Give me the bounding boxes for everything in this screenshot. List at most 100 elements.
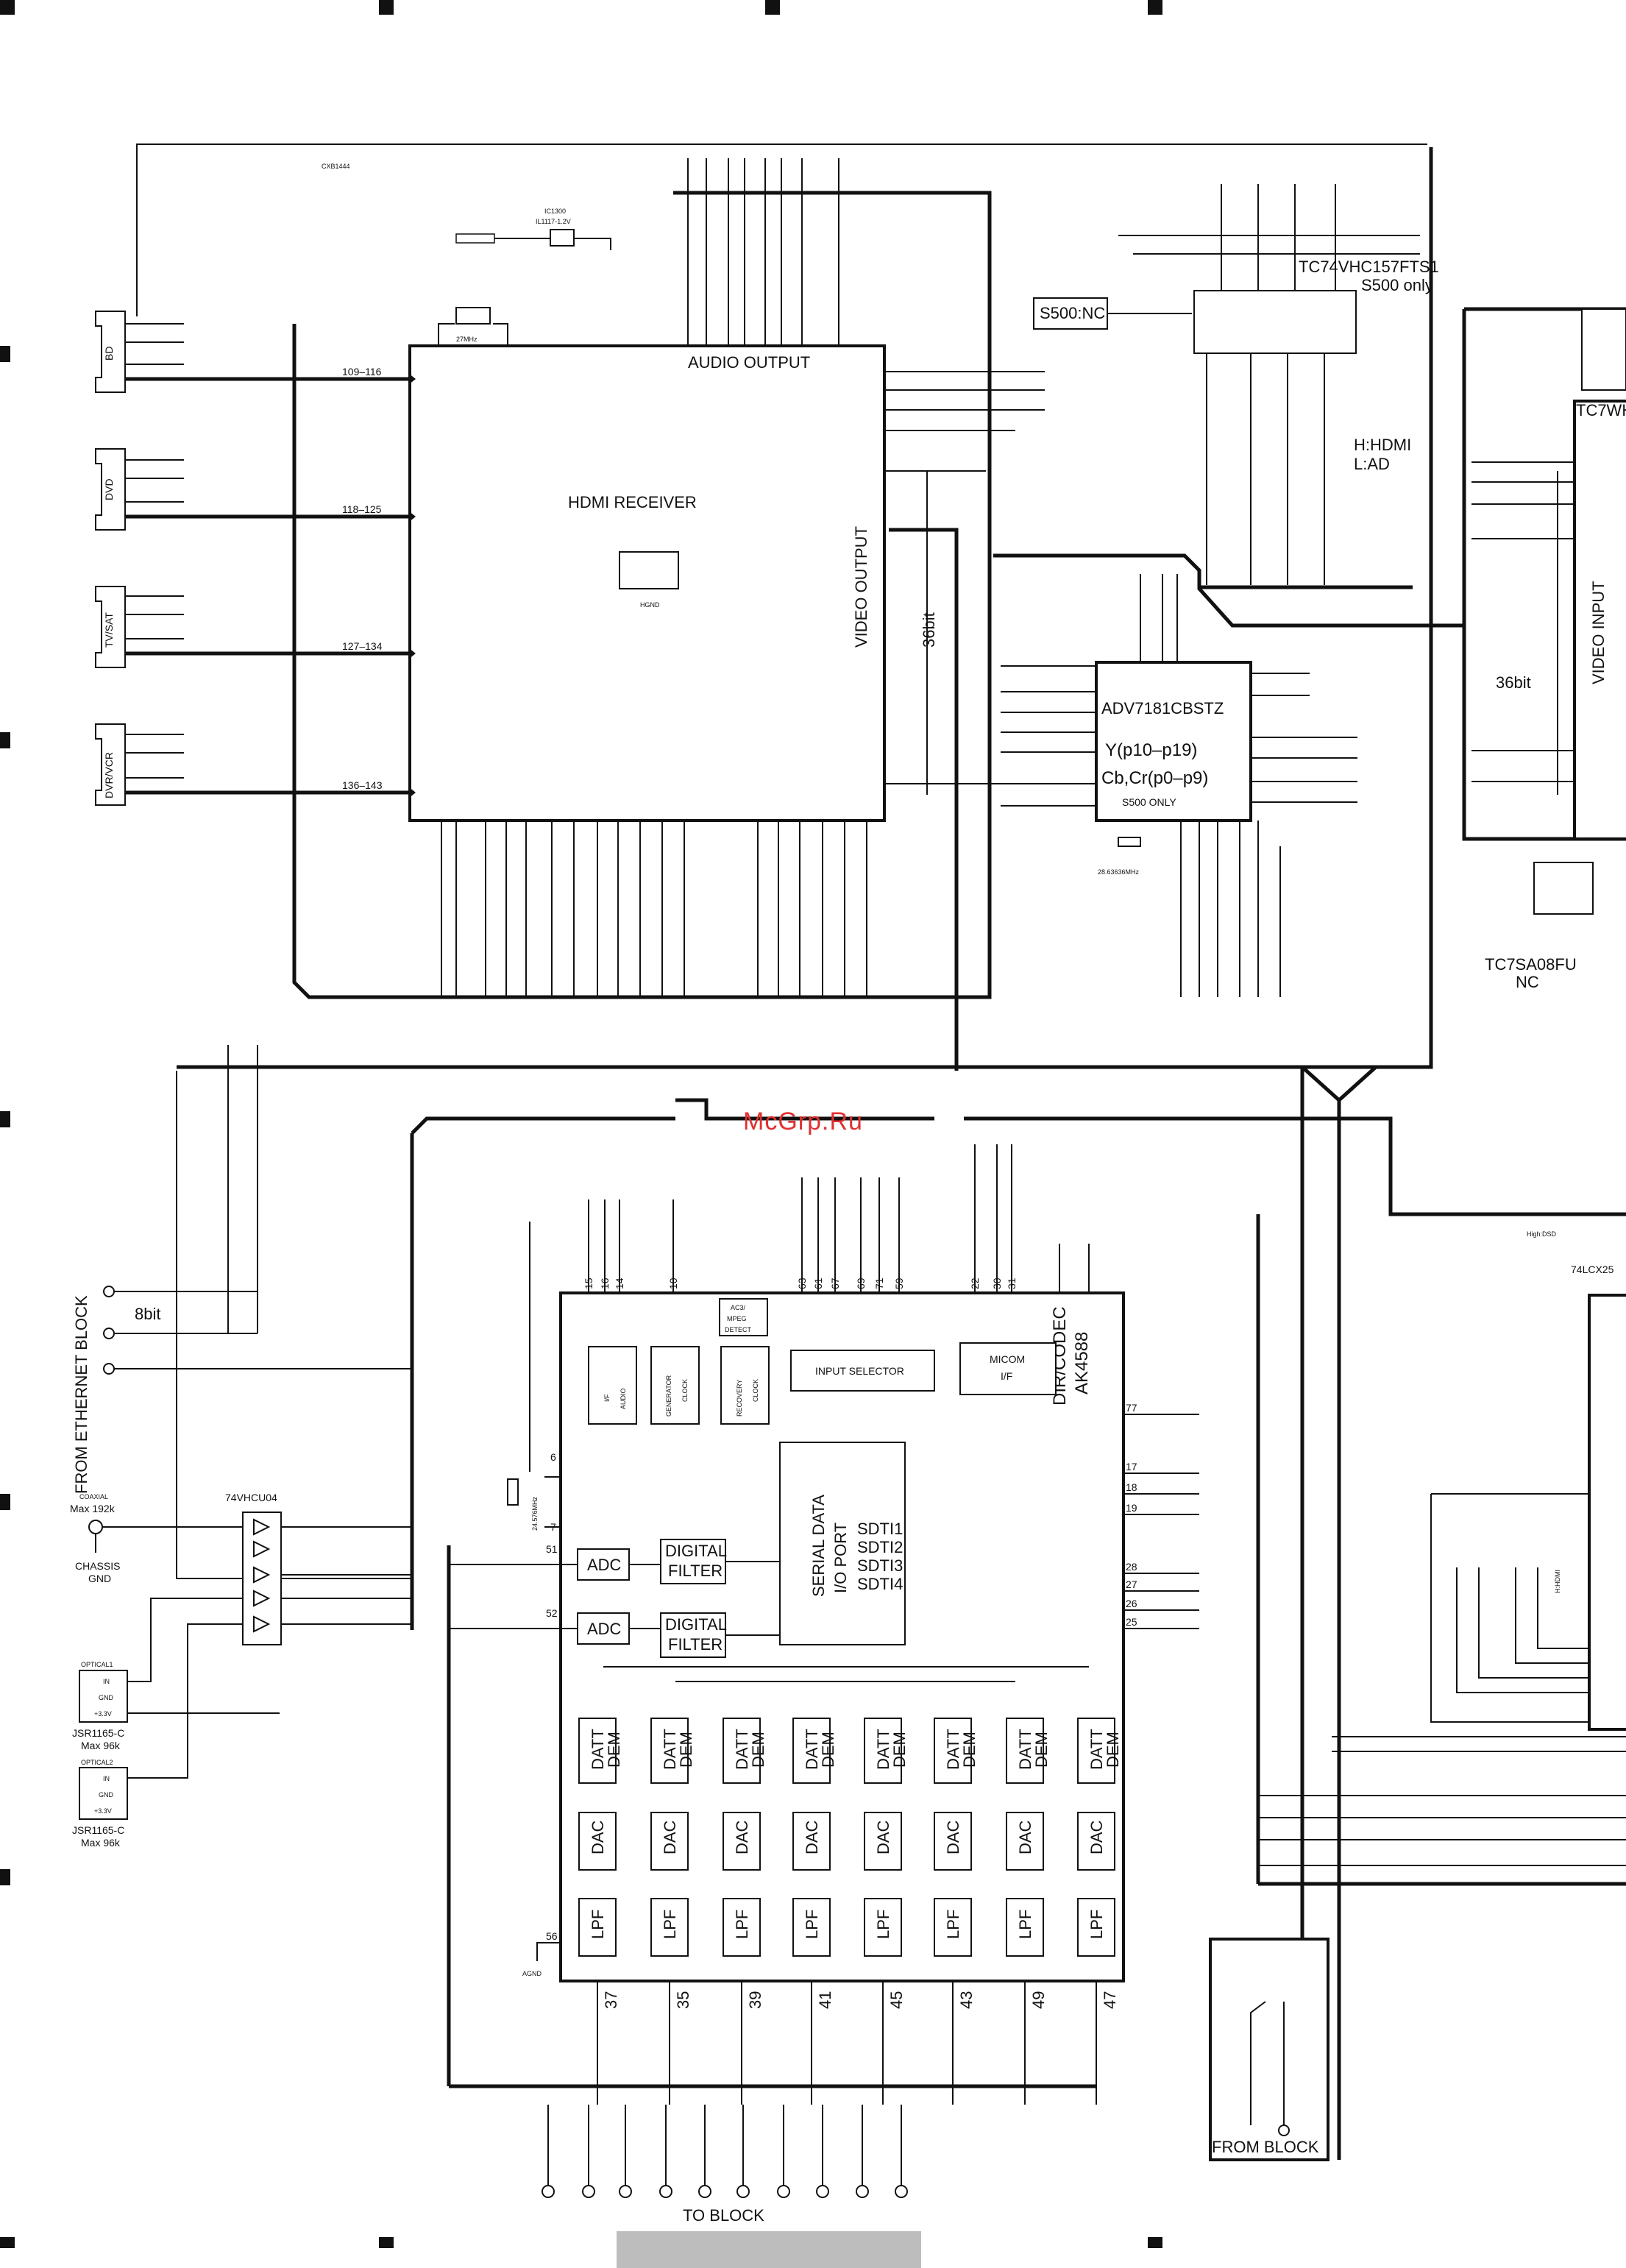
connector-dvd-pins: 118–125: [342, 503, 382, 515]
lcx-label: 74LCX25: [1571, 1264, 1614, 1275]
video-output-label: VIDEO OUTPUT: [852, 526, 870, 648]
ch1-dac: DAC: [589, 1820, 607, 1854]
coax-max: Max 192k: [70, 1503, 116, 1514]
pin-b43: 43: [957, 1991, 976, 2009]
ch4-dac: DAC: [803, 1820, 821, 1854]
bit36-label: 36bit: [920, 612, 938, 648]
micom-line1: MICOM: [990, 1353, 1025, 1365]
pin-t31: 31: [1006, 1277, 1018, 1289]
ch6-dac: DAC: [944, 1820, 962, 1854]
pin-r25: 25: [1126, 1616, 1137, 1628]
from-block-label: FROM BLOCK: [1212, 2138, 1319, 2156]
lcx-area: High:DSD 74LCX25 H:HDMI: [1258, 1230, 1626, 1866]
optical-1-pin-gnd: GND: [99, 1694, 114, 1701]
tc74-part: TC74VHC157FTS1: [1299, 258, 1439, 276]
ch8-dem: DEM: [1104, 1732, 1122, 1768]
pin-t15: 15: [583, 1277, 594, 1289]
ic1300-regulator: IC1300 IL1117-1.2V: [455, 208, 611, 250]
to-block-label: TO BLOCK: [683, 2206, 764, 2225]
h-hdmi-label: H:HDMI: [1554, 1570, 1561, 1593]
dfilter-1b: FILTER: [668, 1562, 723, 1580]
adc-2: ADC: [587, 1620, 622, 1638]
hdmi-connectors: BD 109–116 DVD 118–125 TV/SAT 127–134 DV…: [95, 311, 416, 806]
optical-2-max: Max 96k: [81, 1837, 121, 1849]
tc7w-label: TC7WH: [1576, 401, 1626, 419]
video-bus-adv: [993, 553, 1464, 628]
pin-l51: 51: [546, 1543, 558, 1555]
pin-t63: 63: [796, 1277, 808, 1289]
ch8-dac: DAC: [1087, 1820, 1106, 1854]
pin-l52: 52: [546, 1607, 558, 1619]
adc-1: ADC: [587, 1556, 622, 1574]
dac-channels: DATT DEM DAC LPF DATT DEM DAC LPF DATT D…: [578, 1718, 1122, 2105]
ak4588-right-signals: [1123, 1414, 1199, 1629]
pin-t61: 61: [812, 1277, 824, 1289]
ac3-line2: MPEG: [727, 1315, 747, 1322]
ch6-lpf: LPF: [944, 1910, 962, 1939]
ch3-dac: DAC: [733, 1820, 751, 1854]
registration-marks: [0, 0, 1162, 2248]
connector-dvd-name: DVD: [103, 478, 115, 500]
if-audio-1: I/F: [603, 1394, 611, 1402]
video-input-title: VIDEO INPUT: [1589, 581, 1608, 684]
hdmi-audio-out-lines: [884, 371, 1045, 784]
tc74vhc157: TC74VHC157FTS1 S500 only S500:NC H:HDMI …: [1033, 184, 1439, 585]
adv-line1: Y(p10–p19): [1105, 740, 1197, 760]
optical-2: OPTICAL2 IN GND +3.3V JSR1165-C Max 96k: [72, 1623, 243, 1849]
doc-id: CXB1444: [322, 163, 350, 170]
serial-1: SERIAL DATA: [809, 1495, 828, 1597]
chassis-label: CHASSIS: [75, 1560, 120, 1572]
dfilter-2a: DIGITAL: [665, 1615, 727, 1634]
pin-t30: 30: [991, 1277, 1003, 1289]
ch5-datt: DATT: [874, 1729, 892, 1770]
video-bus: [889, 528, 959, 1071]
hdmi-bus: [292, 191, 992, 999]
from-block: FROM BLOCK: [1209, 1938, 1329, 2161]
channel-4: DATT DEM DAC LPF: [792, 1718, 837, 2105]
optical-1-name: OPTICAL1: [81, 1661, 113, 1668]
hdmi-audio-signals: [687, 158, 839, 346]
dfilter-2b: FILTER: [668, 1635, 723, 1654]
ethernet-label: FROM ETHERNET BLOCK: [72, 1295, 90, 1494]
frame-lines: [136, 143, 1626, 2160]
optical-2-pin-33: +3.3V: [94, 1807, 112, 1815]
sdti3: SDTI3: [857, 1556, 903, 1575]
optical-1-pin-33: +3.3V: [94, 1710, 112, 1718]
sdti1: SDTI1: [857, 1520, 903, 1538]
to-block-terminals: TO BLOCK: [542, 2105, 908, 2225]
gen-clock-1: GENERATOR: [665, 1375, 672, 1417]
optical-1-pin-in: IN: [103, 1678, 110, 1685]
adv-part: ADV7181CBSTZ: [1101, 699, 1224, 717]
hl-h-label: H:HDMI: [1354, 436, 1411, 454]
ch4-lpf: LPF: [803, 1910, 821, 1939]
pin-t22: 22: [969, 1277, 981, 1289]
connector-tvsat-name: TV/SAT: [103, 612, 115, 648]
connector-dvrvcr-pins: 136–143: [342, 779, 383, 791]
pin-b41: 41: [816, 1991, 834, 2009]
tc74-note: S500 only: [1361, 276, 1433, 294]
ch5-dem: DEM: [890, 1732, 909, 1768]
pin-r17: 17: [1126, 1461, 1137, 1473]
ch2-dem: DEM: [677, 1732, 695, 1768]
ch4-dem: DEM: [819, 1732, 837, 1768]
ic1300-part: IL1117-1.2V: [536, 218, 571, 225]
coax-input: COAXIAL Max 192k CHASSIS GND: [70, 1493, 250, 1584]
pin-b37: 37: [602, 1991, 620, 2009]
ch1-datt: DATT: [589, 1729, 607, 1770]
pin-l7: 7: [550, 1521, 556, 1533]
ch8-lpf: LPF: [1087, 1910, 1106, 1939]
pin-r77: 77: [1126, 1402, 1137, 1414]
ch2-lpf: LPF: [661, 1910, 679, 1939]
pin-r26: 26: [1126, 1598, 1137, 1609]
ch1-lpf: LPF: [589, 1910, 607, 1939]
ch8-datt: DATT: [1087, 1729, 1106, 1770]
ch6-dem: DEM: [960, 1732, 979, 1768]
hdmi-receiver-title: HDMI RECEIVER: [568, 493, 697, 511]
micom-line2: I/F: [1001, 1370, 1012, 1382]
hgnd-label: HGND: [640, 601, 660, 609]
crystal-ak-label: 24.576MHz: [531, 1496, 539, 1531]
pin-l6: 6: [550, 1451, 556, 1463]
channel-8: DATT DEM DAC LPF: [1077, 1718, 1122, 2105]
ak4588-codec: DIR/CODEC AK4588 AC3/ MPEG DETECT INPUT …: [449, 1222, 1125, 1982]
hl-l-label: L:AD: [1354, 455, 1390, 473]
